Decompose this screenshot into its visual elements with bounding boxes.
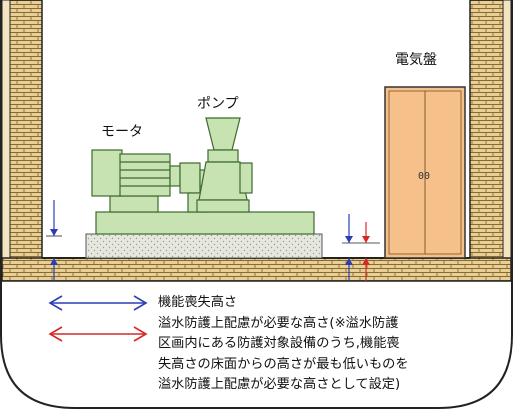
pump	[196, 117, 253, 213]
height-marker-left	[46, 200, 62, 281]
electrical-panel: 00	[384, 86, 466, 259]
equipment-base	[85, 211, 323, 259]
legend-red-arrow	[48, 326, 148, 342]
panel-mark: 00	[418, 171, 430, 182]
electrical-panel-label: 電気盤	[395, 52, 437, 68]
pump-label: ポンプ	[197, 96, 239, 112]
left-wall	[1, 0, 43, 271]
right-wall	[469, 0, 512, 271]
legend-text: 機能喪失高さ 溢水防護上配慮が必要な高さ(※溢水防護 区画内にある防護対象設備の…	[158, 293, 510, 396]
legend-blue-label: 機能喪失高さ	[158, 295, 238, 310]
legend-red-label-line-1: 溢水防護上配慮が必要な高さ(※溢水防護	[158, 315, 399, 331]
height-marker-right	[342, 214, 380, 281]
legend-red-label-line-4: 溢水防護上配慮が必要な高さとして設定)	[158, 377, 401, 393]
floor	[1, 257, 512, 282]
legend-blue-arrow	[48, 295, 148, 311]
motor-label: モータ	[101, 124, 143, 140]
legend-red-label-line-2: 区画内にある防護対象設備のうち,機能喪	[158, 336, 400, 352]
motor	[91, 149, 181, 213]
legend-red-label-line-3: 失高さの床面からの高さが最も低いものを	[158, 356, 409, 372]
